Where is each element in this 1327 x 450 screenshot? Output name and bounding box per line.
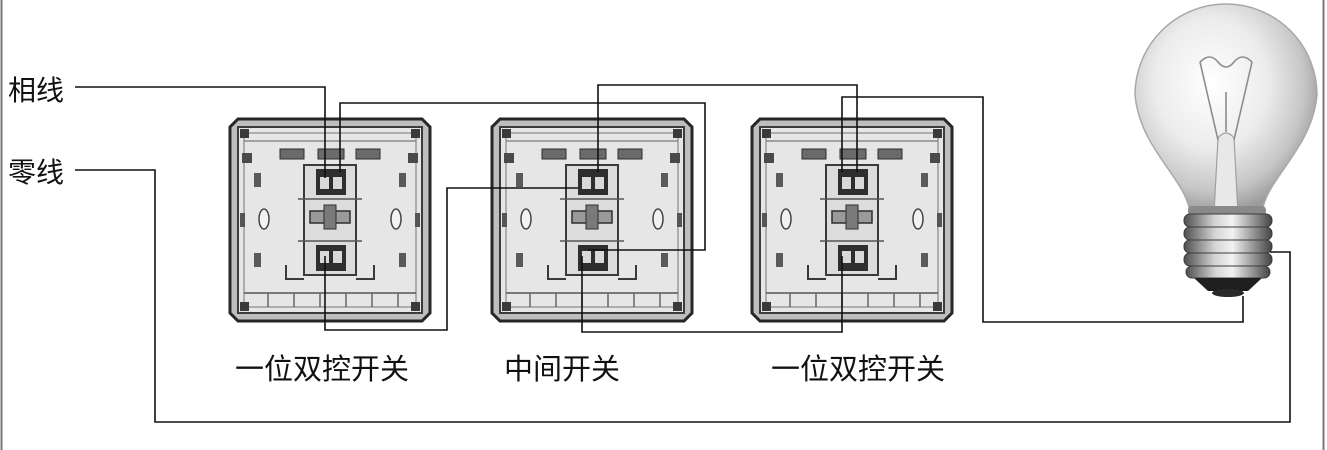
bulb-thread bbox=[1183, 213, 1273, 228]
switch-2-caption: 中间开关 bbox=[504, 352, 620, 386]
filament-support-left bbox=[1199, 61, 1219, 141]
bulb-thread bbox=[1183, 239, 1273, 254]
switch-3-caption: 一位双控开关 bbox=[771, 352, 945, 386]
bulb-insulator bbox=[1194, 278, 1262, 291]
switch-back-plate-icon bbox=[490, 117, 694, 323]
neutral-line-label: 零线 bbox=[8, 156, 64, 189]
switch-back-plate-icon bbox=[750, 117, 954, 323]
traveler-wire-bottom-a bbox=[324, 187, 578, 331]
bulb-tip-contact bbox=[1212, 289, 1244, 297]
traveler-wire-top-a bbox=[339, 102, 706, 251]
traveler-wire-bottom-b bbox=[581, 256, 843, 333]
bulb-thread bbox=[1183, 226, 1273, 241]
traveler-wire-top-b bbox=[597, 84, 858, 172]
neutral-wire bbox=[75, 169, 1291, 423]
light-bulb-icon bbox=[1134, 3, 1318, 297]
filament-support-right bbox=[1233, 61, 1253, 141]
lamp-feed-wire bbox=[841, 96, 1244, 323]
phase-line-label: 相线 bbox=[8, 74, 64, 107]
phase-wire bbox=[75, 86, 326, 178]
bulb-stem bbox=[1213, 132, 1239, 215]
switch-1-caption: 一位双控开关 bbox=[235, 352, 409, 386]
bulb-thread bbox=[1185, 265, 1271, 279]
bulb-thread bbox=[1183, 252, 1273, 267]
switch-back-plate-icon bbox=[228, 117, 432, 323]
filament-coil bbox=[1199, 56, 1253, 68]
